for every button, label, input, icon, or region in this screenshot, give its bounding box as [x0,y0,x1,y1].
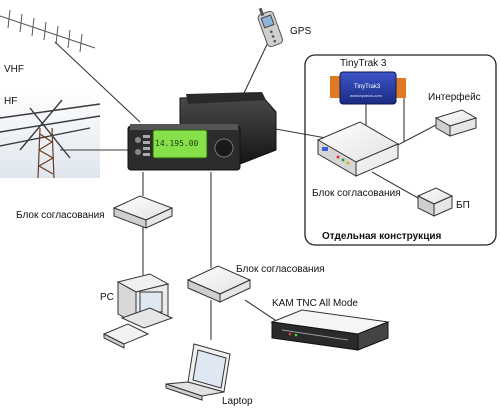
label-psu: БП [456,200,470,211]
radio-tuning-knob[interactable] [214,138,234,158]
psu-box[interactable] [416,187,454,217]
tinytrak-url: www.byonics.com [350,93,382,98]
label-matching-unit-right: Блок согласования [312,188,401,199]
gps-device[interactable] [255,5,284,48]
label-pc: PC [100,292,114,303]
vhf-antenna [0,9,96,53]
matching-unit-left-box[interactable] [112,195,174,229]
connection-lines [54,37,437,340]
interface-box[interactable] [434,109,478,137]
label-tinytrak: TinyTrak 3 [340,58,387,69]
antenna-photo [0,0,101,179]
tinytrak-board[interactable]: TinyTrak3 www.byonics.com [330,71,406,105]
label-matching-unit-left: Блок согласования [16,210,105,221]
label-hf: HF [4,96,17,107]
radio-lcd [152,129,208,159]
matching-unit-right-box[interactable] [316,121,400,177]
tower [37,127,55,179]
label-laptop: Laptop [222,396,253,407]
tinytrak-brand: TinyTrak3 [354,84,381,90]
radio-transceiver[interactable]: 14.195.00 [127,92,277,171]
label-matching-unit-center: Блок согласования [236,264,325,275]
laptop-computer[interactable] [165,343,231,401]
label-gps: GPS [290,26,311,37]
label-separate-construction: Отдельная конструкция [322,231,441,242]
pc-computer[interactable] [102,273,174,349]
kam-tnc-device[interactable] [270,309,390,351]
label-vhf: VHF [4,64,24,75]
radio-display-text: 14.195.00 [155,139,199,148]
separate-construction-frame [304,54,497,246]
label-interface: Интерфейс [428,91,481,103]
matching-unit-center-box[interactable] [186,265,252,303]
label-kam-tnc: KAM TNC All Mode [272,298,358,309]
